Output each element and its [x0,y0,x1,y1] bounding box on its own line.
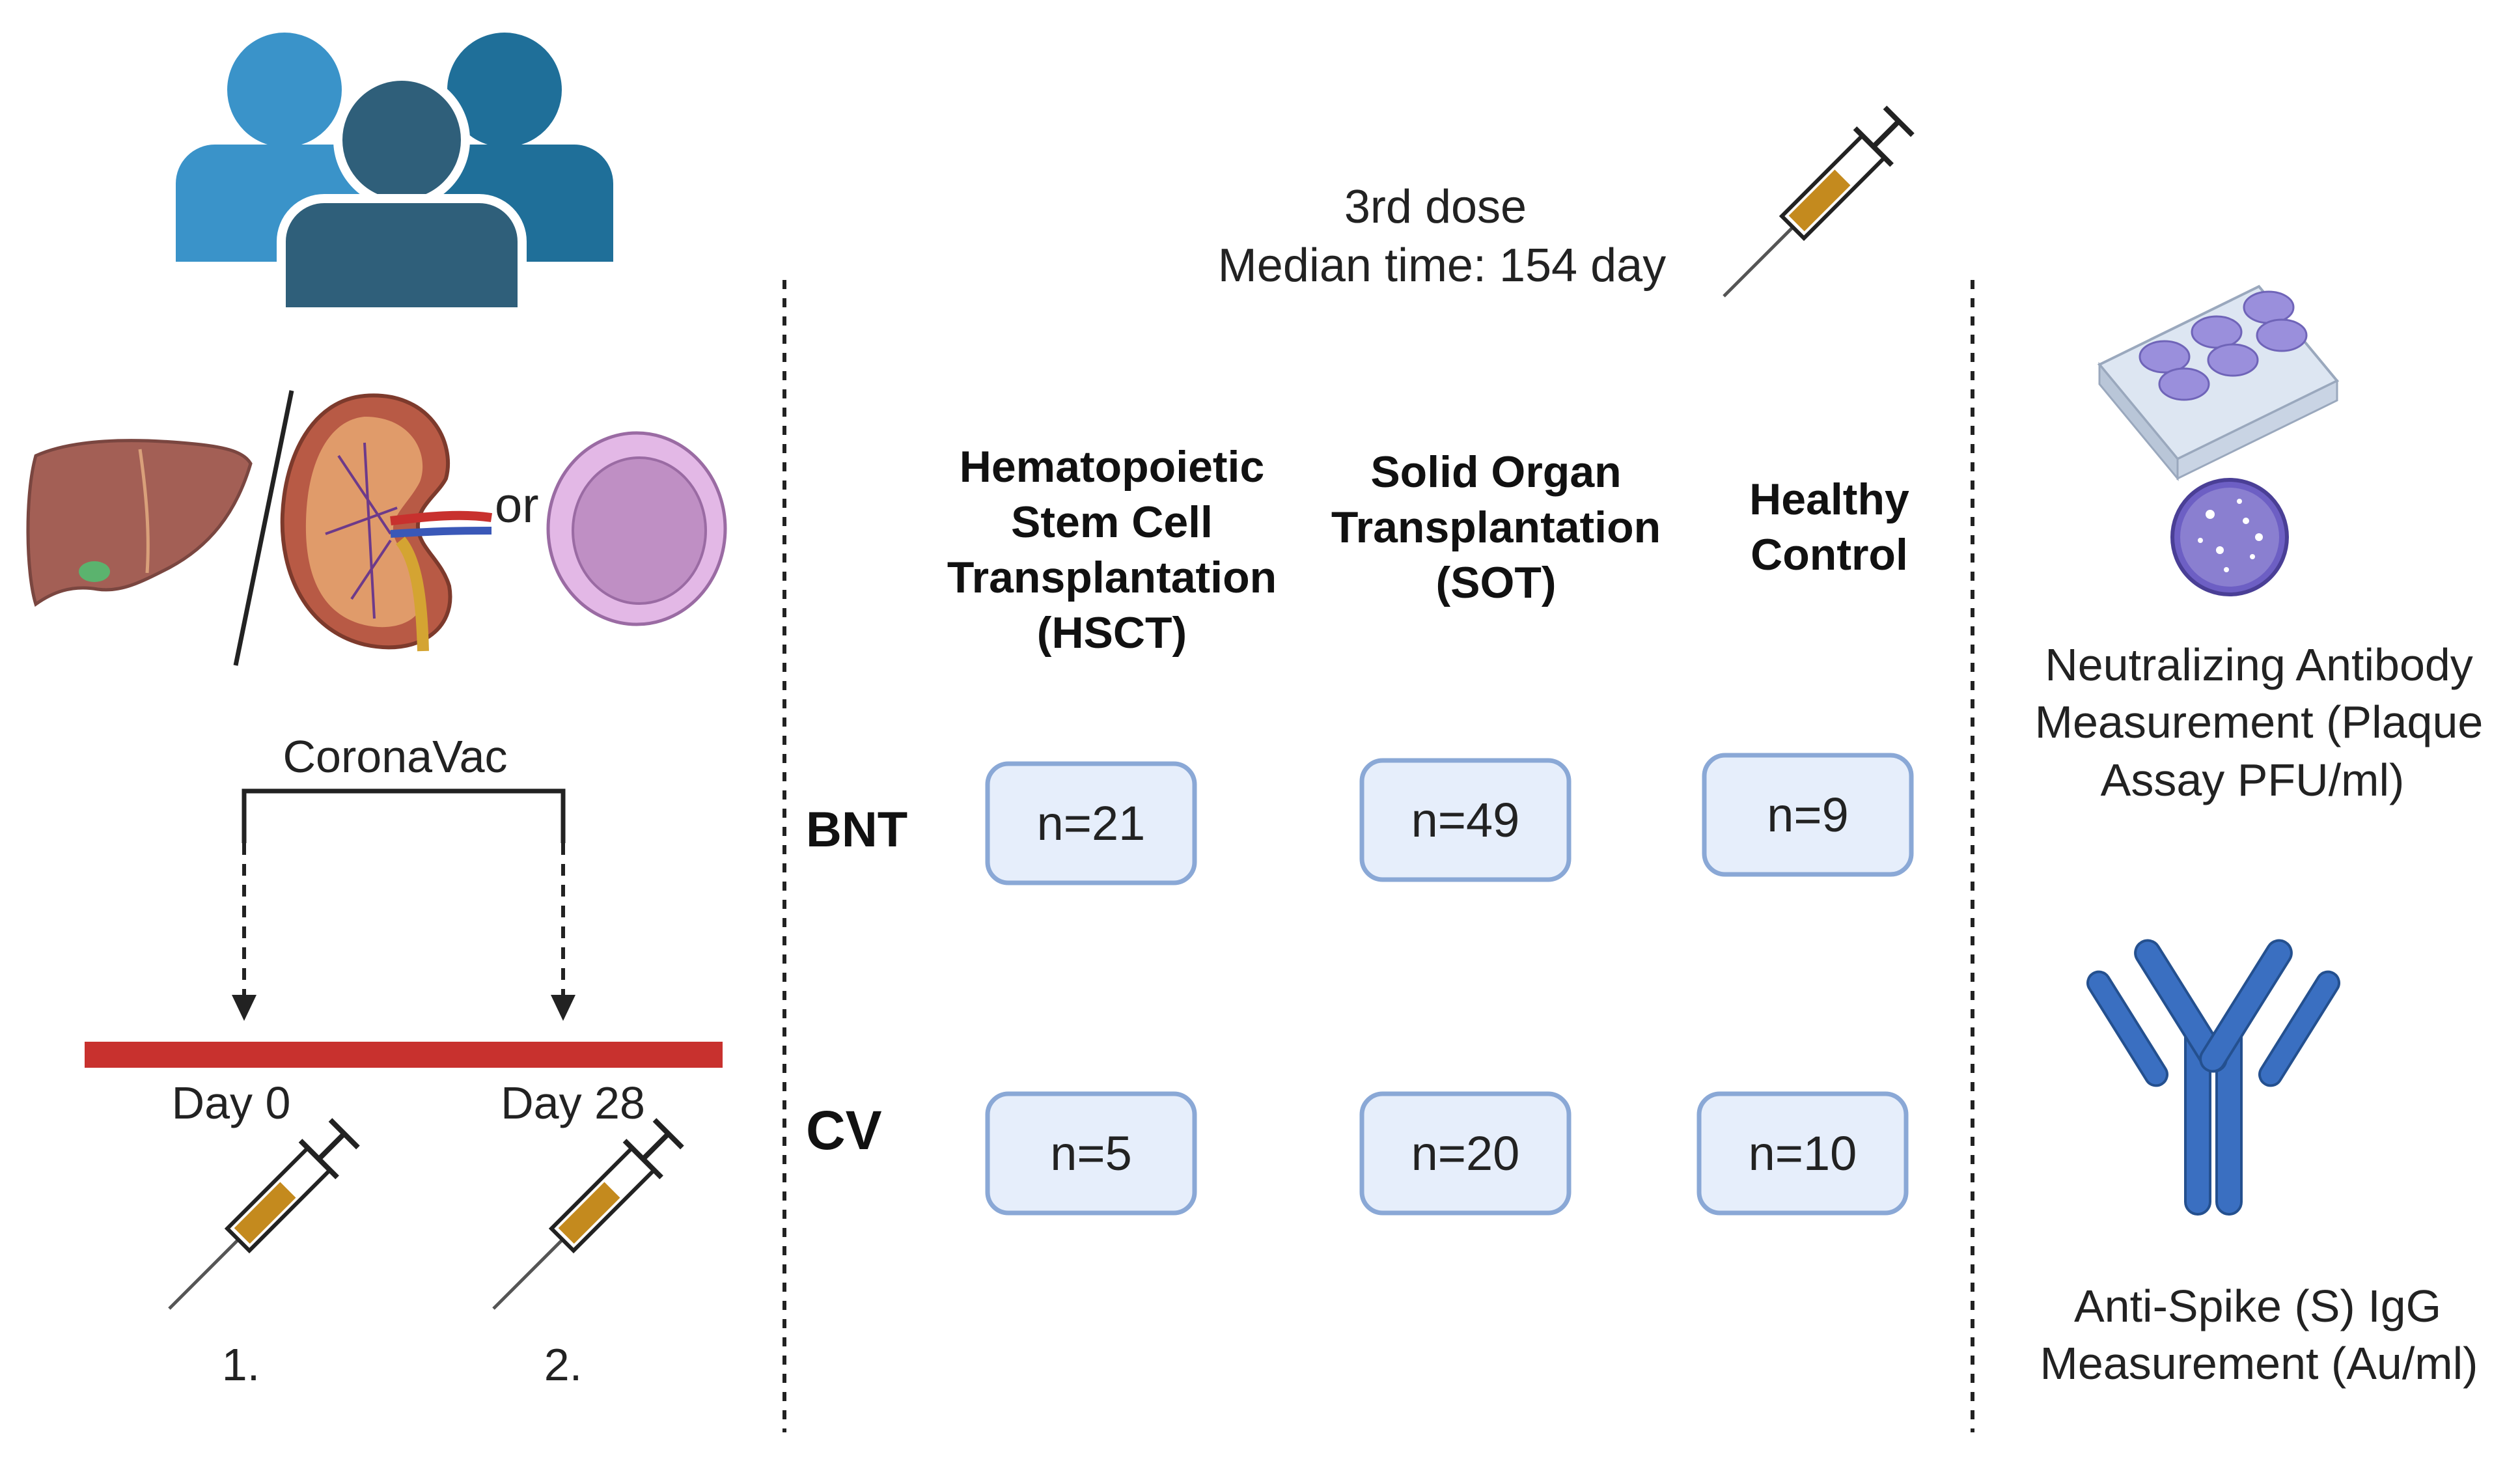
neutralizing-antibody-label: Neutralizing Antibody Measurement (Plaqu… [2035,639,2484,805]
column-header-line: Healthy [1749,475,1909,524]
column-header-line: (HSCT) [1037,608,1187,658]
coronavac-bracket [242,788,566,843]
column-header-line: Transplantation [1331,503,1661,552]
median-time-label: Median time: 154 day [1218,240,1666,292]
cell-icon [546,431,727,626]
count-box-cv-sot: n=20 [1359,1091,1572,1216]
count-value: n=9 [1767,788,1849,842]
anti-spike-line: Anti-Spike (S) IgG [2074,1281,2441,1331]
count-value: n=21 [1037,796,1146,850]
plaque-dish-icon [2170,478,2289,596]
count-box-bnt-hsct: n=21 [985,761,1197,885]
or-label: or [495,478,539,533]
antibody-icon [2086,939,2340,1216]
dose2-label: 2. [544,1339,582,1390]
column-header-healthy: Healthy Control [1749,475,1909,579]
column-header-sot: Solid Organ Transplantation (SOT) [1331,447,1661,607]
column-header-line: (SOT) [1435,558,1556,607]
dose1-label: 1. [222,1339,260,1390]
column-header-line: Stem Cell [1011,497,1213,547]
column-header-line: Transplantation [947,553,1277,602]
column-header-line: Hematopoietic [960,442,1265,492]
day0-label: Day 0 [172,1078,291,1128]
row-label-bnt: BNT [806,802,907,857]
count-box-bnt-healthy: n=9 [1702,753,1914,877]
day28-label: Day 28 [501,1078,645,1128]
neutralizing-line: Assay PFU/ml) [2101,755,2405,805]
day28-arrowhead [551,995,575,1021]
count-box-cv-healthy: n=10 [1696,1091,1909,1216]
neutralizing-line: Neutralizing Antibody [2045,639,2473,690]
column-header-line: Solid Organ [1370,447,1621,497]
liver-icon [26,439,253,607]
column-header-line: Control [1751,530,1908,579]
syringe-icon [168,1118,360,1310]
syringe-icon [492,1118,684,1310]
coronavac-label: CoronaVac [283,731,507,782]
syringe-icon [1723,105,1915,298]
kidney-icon [280,393,492,652]
well-plate-icon [2097,285,2340,482]
count-box-bnt-sot: n=49 [1359,758,1572,882]
people-group-icon [176,33,613,316]
day0-arrowhead [232,995,256,1021]
third-dose-title: 3rd dose [1344,181,1527,233]
neutralizing-line: Measurement (Plaque [2035,697,2484,747]
slash-divider [233,390,294,666]
anti-spike-label: Anti-Spike (S) IgG Measurement (Au/ml) [2040,1281,2478,1389]
column-header-hsct: Hematopoietic Stem Cell Transplantation … [947,442,1277,658]
count-value: n=10 [1749,1126,1857,1180]
count-box-cv-hsct: n=5 [985,1091,1197,1216]
count-value: n=5 [1050,1126,1132,1180]
count-value: n=20 [1411,1126,1520,1180]
row-label-cv: CV [806,1100,882,1161]
timeline-bar [85,1042,723,1068]
anti-spike-line: Measurement (Au/ml) [2040,1338,2478,1389]
count-value: n=49 [1411,793,1520,847]
